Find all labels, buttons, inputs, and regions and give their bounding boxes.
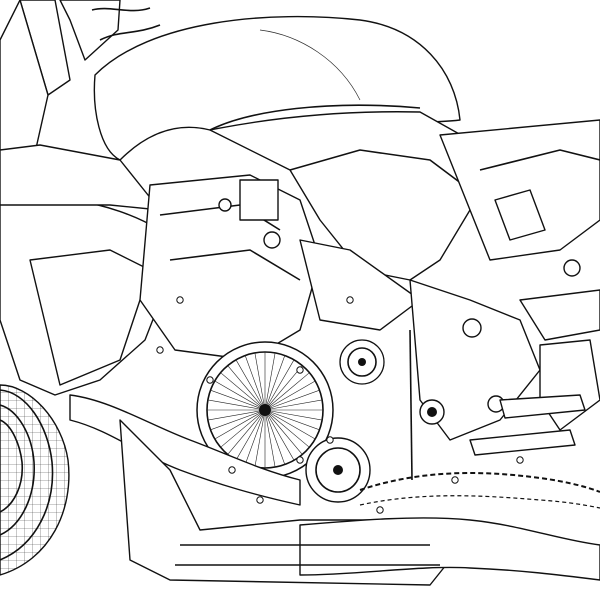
clutch-spoke bbox=[227, 365, 266, 411]
clutch-spoke bbox=[264, 352, 276, 411]
exhaust-headers bbox=[69, 394, 600, 586]
rear-sprocket bbox=[305, 437, 371, 503]
clutch-spoke bbox=[264, 359, 295, 411]
bolt bbox=[156, 346, 164, 354]
clutch-spoke bbox=[220, 409, 266, 448]
clutch-spoke bbox=[235, 409, 266, 461]
clutch-spoke bbox=[264, 409, 276, 468]
clutch-spoke bbox=[210, 389, 266, 411]
chain bbox=[359, 472, 600, 509]
radiator-shroud bbox=[0, 144, 181, 396]
bolt bbox=[346, 296, 354, 304]
clutch-spoke bbox=[264, 409, 310, 448]
bolt bbox=[296, 366, 304, 374]
bolt bbox=[516, 456, 524, 464]
clutch-spoke bbox=[264, 380, 316, 411]
clutch-spoke bbox=[264, 409, 286, 465]
clutch-spoke bbox=[264, 355, 286, 411]
front-fork bbox=[0, 0, 161, 186]
bolt bbox=[206, 376, 214, 384]
clutch-spoke bbox=[264, 409, 316, 440]
front-wheel bbox=[0, 384, 70, 576]
bolts bbox=[156, 296, 524, 514]
clutch-spoke bbox=[264, 389, 320, 411]
bolt bbox=[296, 456, 304, 464]
clutch-spoke bbox=[244, 409, 266, 465]
clutch-spoke bbox=[227, 409, 266, 455]
clutch-spoke bbox=[264, 399, 323, 411]
side-panel bbox=[209, 111, 600, 281]
clutch-spoke bbox=[207, 409, 266, 421]
bolt bbox=[256, 496, 264, 504]
clutch-spoke bbox=[214, 409, 266, 440]
clutch-spoke bbox=[264, 372, 310, 411]
clutch-spoke bbox=[254, 352, 266, 411]
clutch-spoke bbox=[207, 399, 266, 411]
clutch-spoke bbox=[264, 409, 323, 421]
engine-block bbox=[139, 174, 421, 361]
clutch-spoke bbox=[220, 372, 266, 411]
bolt bbox=[376, 506, 384, 514]
bolt bbox=[176, 296, 184, 304]
clutch-spoke bbox=[210, 409, 266, 431]
clutch-spoke bbox=[264, 365, 303, 411]
water-pump bbox=[339, 339, 385, 385]
clutch-spoke bbox=[214, 380, 266, 411]
footpeg bbox=[409, 329, 586, 481]
bolt bbox=[228, 466, 236, 474]
clutch-spoke bbox=[264, 409, 320, 431]
clutch-spoke bbox=[235, 359, 266, 411]
clutch-spoke bbox=[264, 409, 303, 455]
clutch-spoke bbox=[264, 409, 295, 461]
clutch-cover bbox=[196, 341, 334, 479]
clutch-spoke bbox=[244, 355, 266, 411]
bolt bbox=[326, 436, 334, 444]
bolt bbox=[451, 476, 459, 484]
clutch-spoke bbox=[254, 409, 266, 468]
